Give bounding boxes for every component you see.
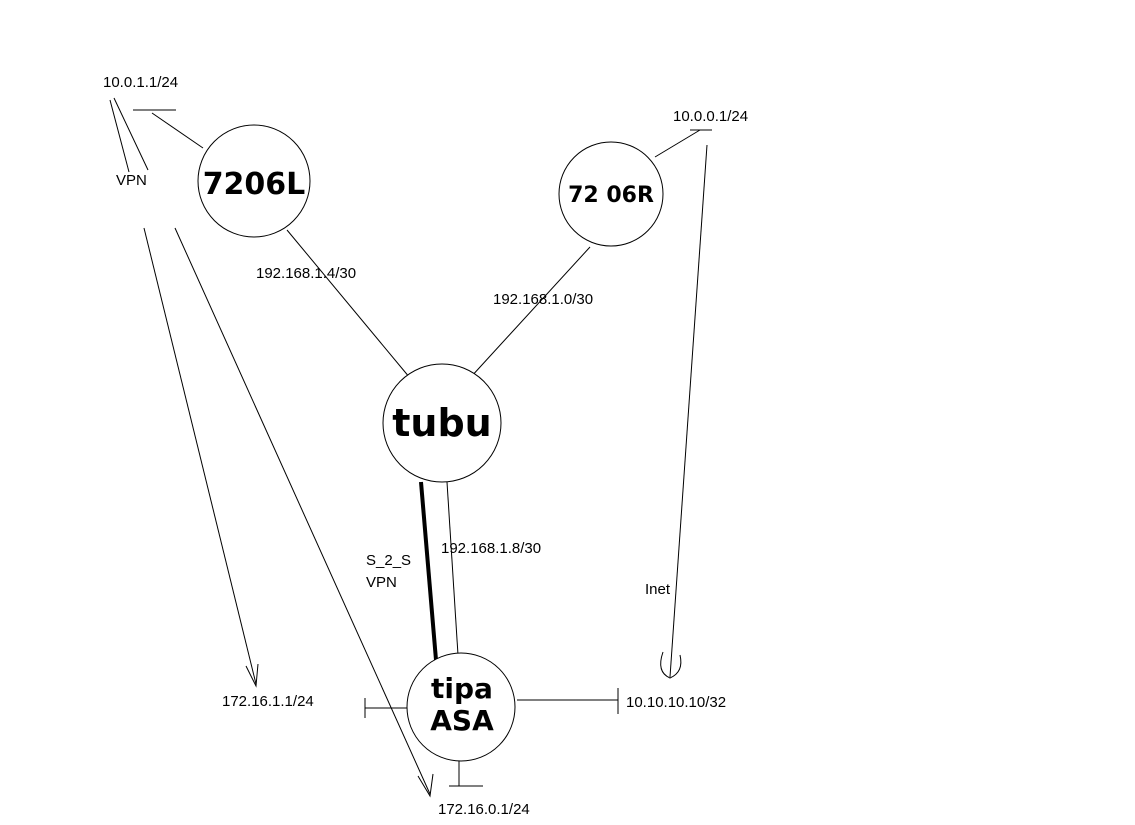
node-asa [406, 652, 516, 762]
link-7206l-core [286, 229, 411, 379]
vpn-s2s-label-1: S_2_S [366, 552, 411, 569]
vpn-arrow-to-172-16-1 [143, 227, 257, 685]
inet-arrow-line [669, 144, 708, 678]
link-7206l-core-label: 192.168.1.4/30 [256, 265, 356, 282]
vpn-stroke-1 [109, 99, 130, 173]
link-7206r-core [469, 246, 591, 379]
asa-left-subnet-label: 172.16.1.1/24 [222, 693, 314, 710]
node-7206r [558, 141, 664, 247]
node-7206l [197, 124, 311, 238]
vpn-stroke-2 [113, 97, 149, 171]
left-lan-stub [151, 112, 204, 149]
vpn-arrowhead-2 [417, 773, 434, 798]
right-lan-label: 10.0.0.1/24 [673, 108, 748, 125]
node-core [382, 363, 502, 483]
node-core-label: tubu [392, 401, 491, 445]
link-core-asa [446, 481, 459, 656]
link-core-asa-label: 192.168.1.8/30 [441, 540, 541, 557]
vpn-arrowhead-1 [245, 663, 259, 688]
left-lan-label: 10.0.1.1/24 [103, 74, 178, 91]
node-asa-label-2: ASA [430, 704, 494, 737]
node-asa-label-1: tipa [431, 672, 493, 705]
asa-right-subnet-label: 10.10.10.10/32 [626, 694, 726, 711]
vpn-s2s-label-2: VPN [366, 574, 397, 591]
right-lan-stub [654, 129, 701, 158]
inet-arrowhead [660, 651, 682, 679]
vpn-arrow-to-172-16-0 [174, 227, 431, 795]
inet-annotation: Inet [645, 581, 671, 598]
node-7206l-label: 7206L [203, 167, 306, 202]
vpn-annotation: VPN [116, 172, 147, 189]
node-7206r-label: 72 06R [568, 183, 654, 208]
link-7206r-core-label: 192.168.1.0/30 [493, 291, 593, 308]
s2s-vpn-tunnel [419, 481, 438, 661]
asa-bottom-subnet-label: 172.16.0.1/24 [438, 801, 530, 818]
